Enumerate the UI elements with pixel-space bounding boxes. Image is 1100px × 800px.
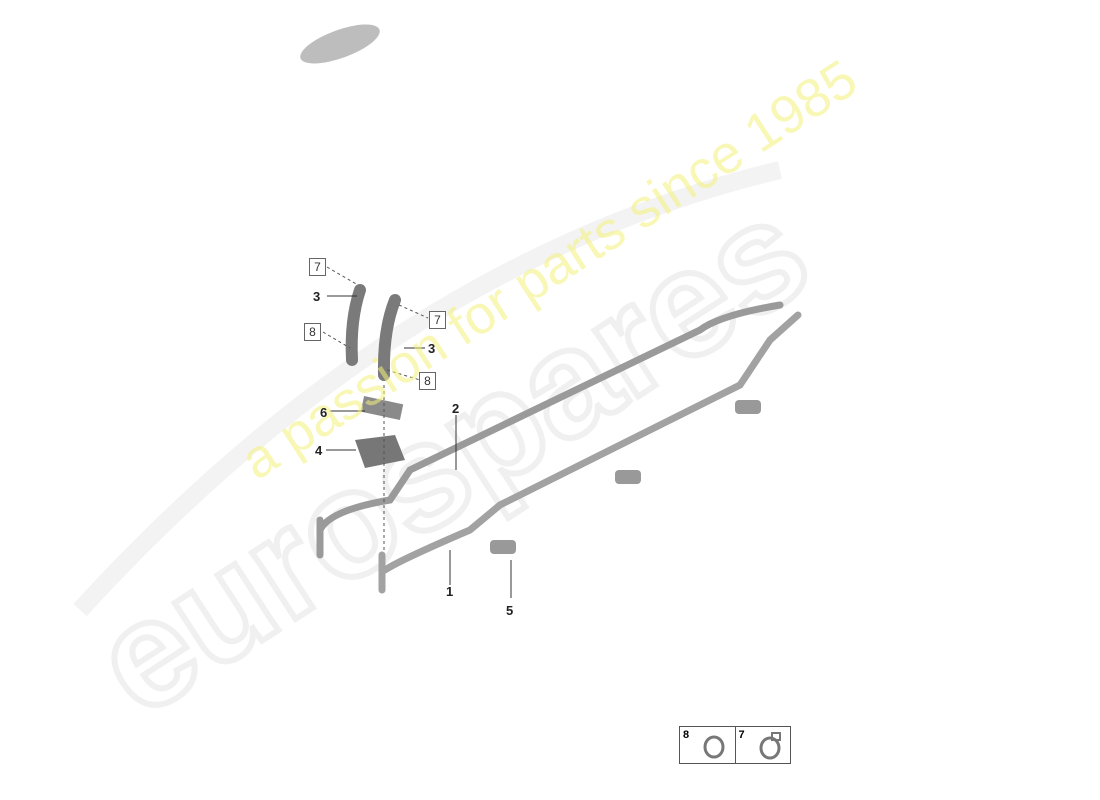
spring-clamp-icon [759, 732, 781, 760]
clip [735, 400, 761, 414]
ref-box-8[interactable]: 8 [419, 372, 436, 390]
mount-block-4 [355, 435, 405, 468]
legend-item-7[interactable]: 7 [734, 727, 791, 763]
callout-4[interactable]: 4 [315, 443, 323, 458]
legend-item-8[interactable]: 8 [680, 727, 735, 763]
ref-box-8[interactable]: 8 [304, 323, 321, 341]
hose-right [377, 294, 401, 381]
bracket-6 [360, 396, 404, 420]
callout-5[interactable]: 5 [506, 603, 514, 618]
clip [615, 470, 641, 484]
car-icon [300, 24, 380, 64]
callout-2[interactable]: 2 [452, 401, 460, 416]
clip [490, 540, 516, 554]
ref-box-7[interactable]: 7 [429, 311, 446, 329]
callout-6[interactable]: 6 [320, 405, 328, 420]
legend-box: 8 7 [679, 726, 791, 764]
hose-clamp-icon [703, 735, 725, 759]
hose-left [345, 284, 366, 366]
ref-box-7[interactable]: 7 [309, 258, 326, 276]
callout-3[interactable]: 3 [313, 289, 321, 304]
callout-3[interactable]: 3 [428, 341, 436, 356]
pipe-1 [378, 311, 802, 594]
watermark-logo: eurospares [63, 161, 839, 750]
pipe-2 [316, 301, 784, 559]
svg-text:eurospares: eurospares [66, 165, 836, 746]
callout-1[interactable]: 1 [446, 584, 454, 599]
